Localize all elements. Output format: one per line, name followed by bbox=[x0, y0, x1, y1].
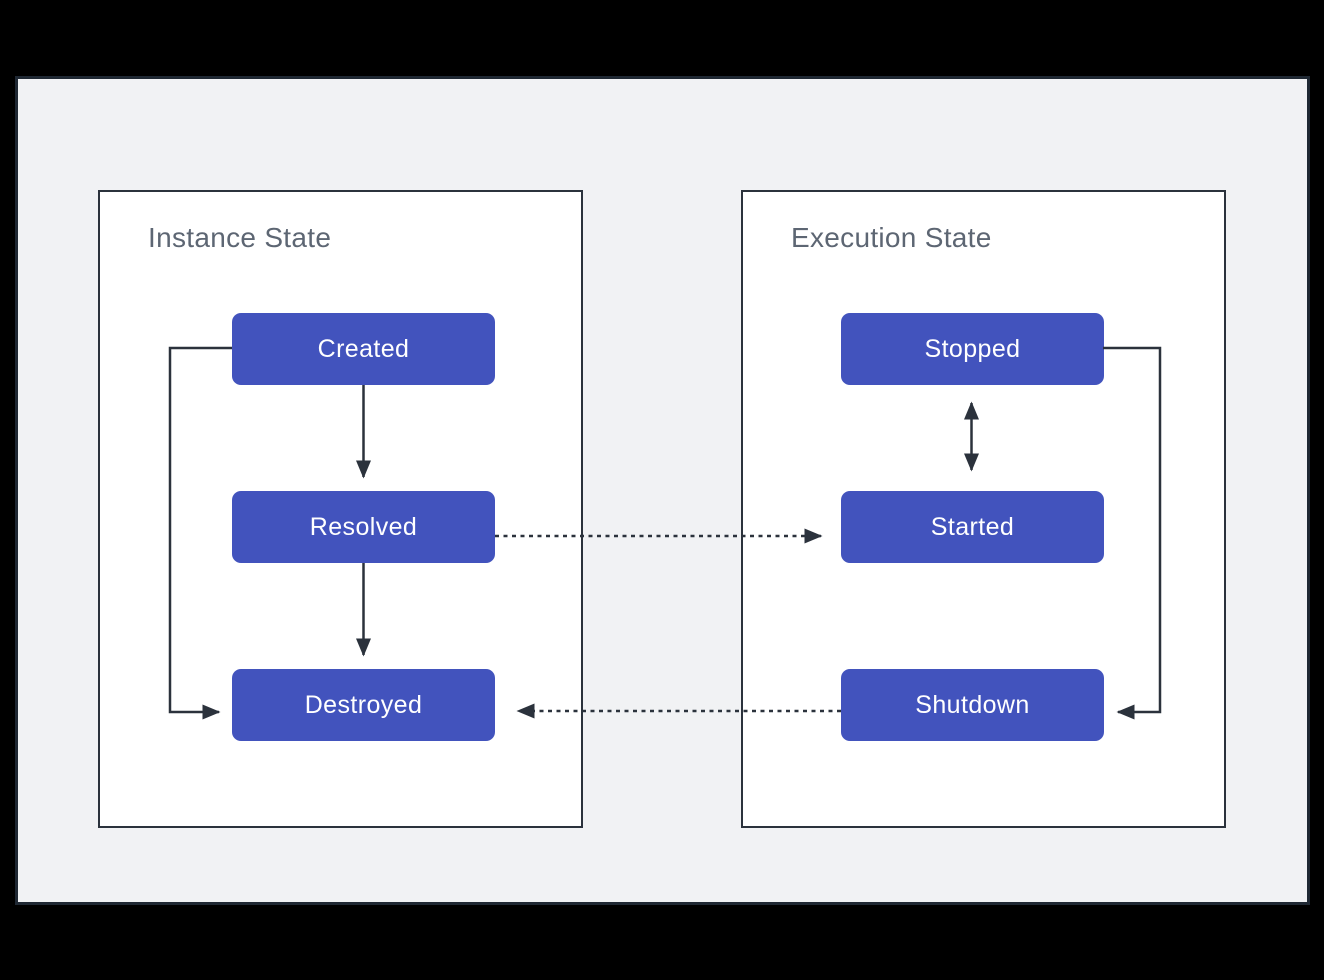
state-node-created: Created bbox=[232, 313, 495, 385]
state-node-started: Started bbox=[841, 491, 1104, 563]
state-node-shutdown: Shutdown bbox=[841, 669, 1104, 741]
state-node-resolved: Resolved bbox=[232, 491, 495, 563]
state-node-stopped: Stopped bbox=[841, 313, 1104, 385]
execution-state-panel-title: Execution State bbox=[791, 222, 992, 253]
instance-state-panel-title: Instance State bbox=[148, 222, 332, 253]
state-node-destroyed: Destroyed bbox=[232, 669, 495, 741]
